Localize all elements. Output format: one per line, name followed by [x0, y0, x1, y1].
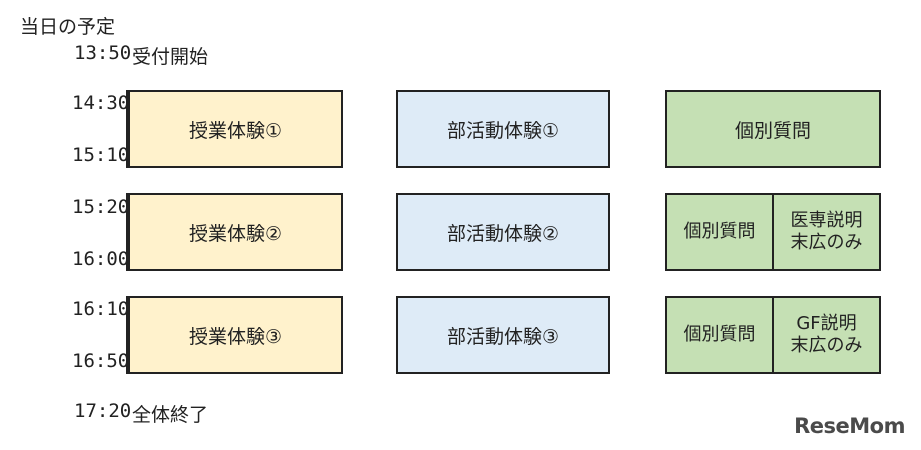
slot-2-timeline — [126, 193, 128, 271]
slot-1-timeline — [126, 90, 128, 168]
slot-1-consult-label: 個別質問 — [734, 119, 811, 142]
slot-2-consult-label: 個別質問 — [683, 221, 756, 243]
page-title: 当日の予定 — [20, 16, 116, 38]
slot-3-club-label: 部活動体験③ — [446, 325, 560, 348]
slot-1-consult-box: 個別質問 — [665, 90, 881, 168]
slot-3-lesson-label: 授業体験③ — [188, 325, 283, 348]
slot-2-end-time: 16:00 — [72, 248, 130, 270]
slot-2-consult-box: 個別質問 医専説明 末広のみ — [665, 193, 881, 271]
slot-3-extra-cell: GF説明 末広のみ — [772, 298, 879, 372]
slot-2-club-label: 部活動体験② — [446, 222, 560, 245]
slot-3-consult-label: 個別質問 — [683, 324, 756, 346]
slot-3-timeline — [126, 296, 128, 374]
slot-1-start-time: 14:30 — [72, 92, 130, 114]
slot-1-end-time: 15:10 — [72, 144, 130, 166]
slot-3-extra-line1: GF説明 — [796, 313, 857, 335]
slot-2-extra-line2: 末広のみ — [790, 232, 863, 253]
slot-3-start-time: 16:10 — [72, 298, 130, 320]
slot-1-lesson-box: 授業体験① — [128, 90, 343, 168]
slot-1-club-box: 部活動体験① — [396, 90, 610, 168]
resemom-logo: ReseMom — [794, 414, 905, 438]
slot-1-club-label: 部活動体験① — [446, 119, 560, 142]
slot-3-club-box: 部活動体験③ — [396, 296, 610, 374]
slot-2-extra-cell: 医専説明 末広のみ — [772, 195, 879, 269]
reception-time: 13:50 — [74, 42, 132, 64]
slot-3-consult-cell: 個別質問 — [667, 298, 772, 372]
slot-2-lesson-label: 授業体験② — [188, 222, 283, 245]
slot-3-lesson-box: 授業体験③ — [128, 296, 343, 374]
closing-time: 17:20 — [74, 400, 132, 422]
slot-1-lesson-label: 授業体験① — [188, 119, 283, 142]
slot-3-extra-line2: 末広のみ — [790, 335, 863, 356]
slot-3-end-time: 16:50 — [72, 350, 130, 372]
closing-label: 全体終了 — [132, 404, 209, 426]
slot-3-consult-box: 個別質問 GF説明 末広のみ — [665, 296, 881, 374]
slot-2-start-time: 15:20 — [72, 196, 130, 218]
slot-2-extra-line1: 医専説明 — [790, 210, 863, 232]
slot-2-lesson-box: 授業体験② — [128, 193, 343, 271]
slot-2-club-box: 部活動体験② — [396, 193, 610, 271]
slot-2-consult-cell: 個別質問 — [667, 195, 772, 269]
reception-label: 受付開始 — [132, 46, 209, 68]
